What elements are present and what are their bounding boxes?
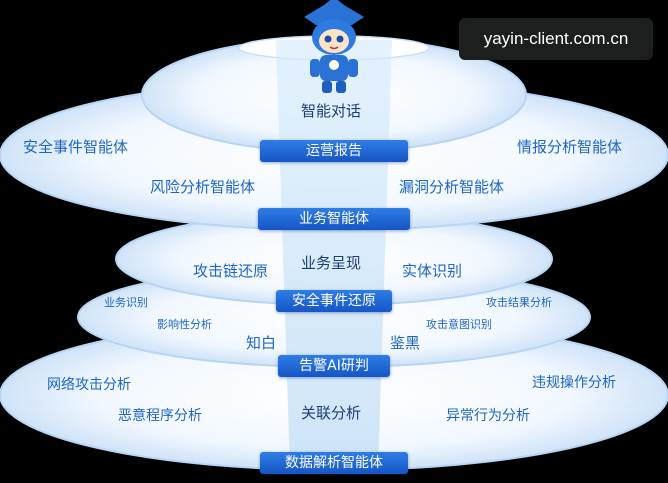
band-ops-report: 运营报告 [260, 140, 408, 162]
label-malware-analysis: 恶意程序分析 [118, 408, 202, 424]
label-impact-analysis: 影响性分析 [157, 318, 212, 331]
label-attack-result: 攻击结果分析 [486, 296, 552, 309]
label-network-attack: 网络攻击分析 [47, 377, 131, 393]
label-know-white: 知白 [246, 334, 277, 352]
label-violation-ops: 违规操作分析 [532, 375, 616, 391]
label-security-event-agent: 安全事件智能体 [23, 138, 129, 156]
label-identify-black: 鉴黑 [390, 334, 421, 352]
label-abnormal-behavior: 异常行为分析 [446, 408, 530, 424]
label-business-id: 业务识别 [104, 296, 148, 309]
label-entity-recognition: 实体识别 [402, 262, 463, 280]
band-business-agent: 业务智能体 [258, 208, 410, 230]
label-attack-intent: 攻击意图识别 [426, 318, 492, 331]
label-attack-chain: 攻击链还原 [193, 262, 269, 280]
band-alert-ai: 告警AI研判 [278, 355, 390, 377]
band-event-restore: 安全事件还原 [276, 290, 392, 312]
robot-mascot-icon [304, 0, 364, 93]
label-correlation: 关联分析 [301, 404, 362, 422]
watermark-label: yayin-client.com.cn [459, 18, 653, 60]
band-data-parse-agent: 数据解析智能体 [260, 452, 408, 474]
label-business-present: 业务呈现 [301, 254, 362, 272]
label-intel-analysis-agent: 情报分析智能体 [517, 138, 623, 156]
label-risk-analysis-agent: 风险分析智能体 [150, 178, 256, 196]
label-vuln-analysis-agent: 漏洞分析智能体 [399, 178, 505, 196]
label-smart-dialog: 智能对话 [301, 102, 362, 120]
